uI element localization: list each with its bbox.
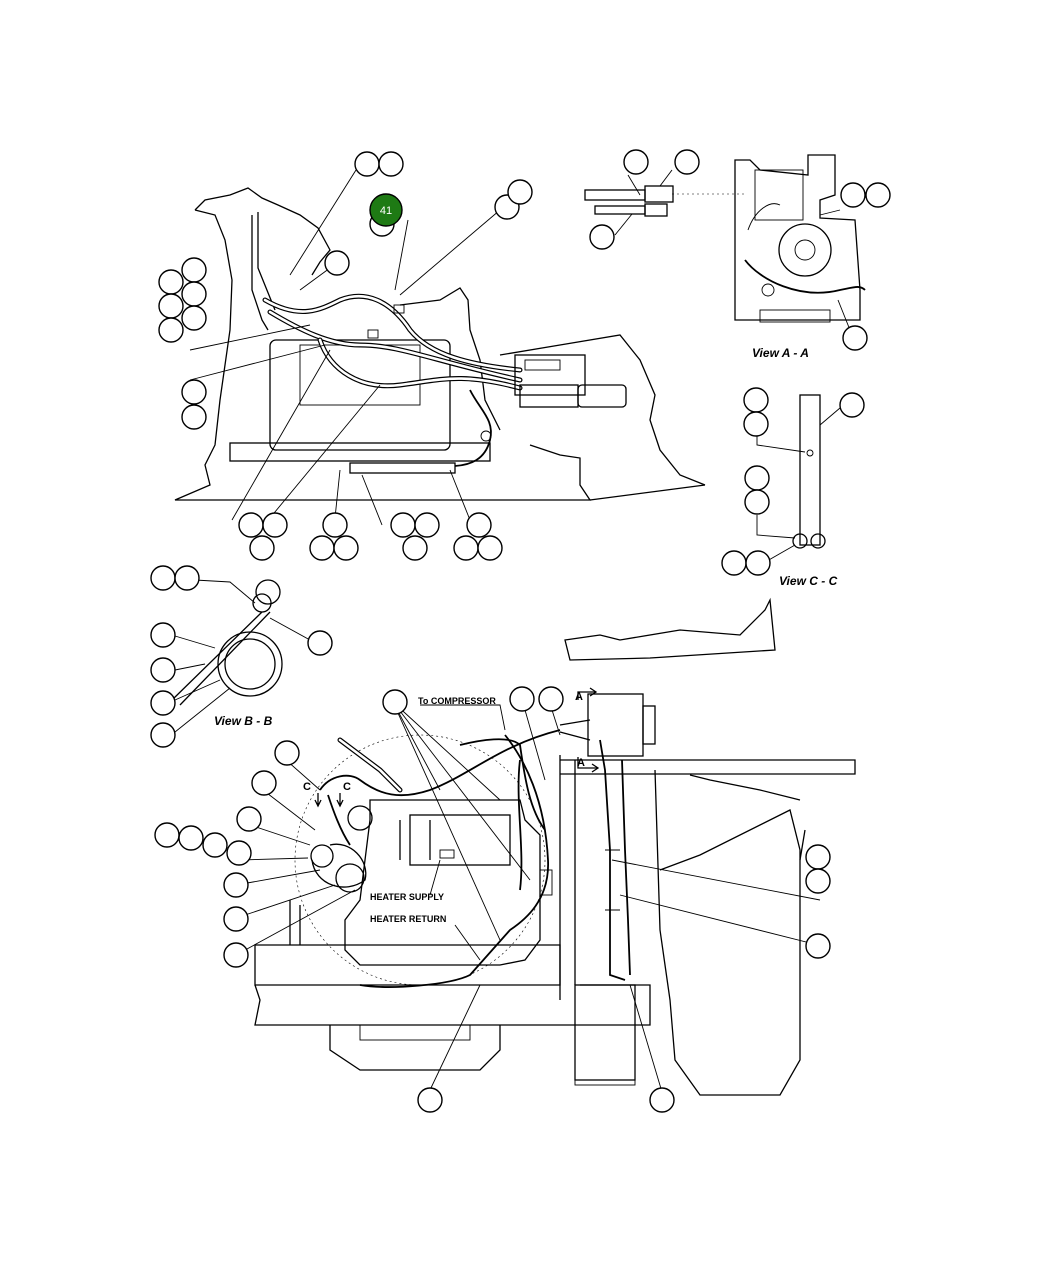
callout-bubble[interactable] [150,690,176,716]
callout-bubble[interactable] [150,622,176,648]
callout-bubble[interactable] [509,686,535,712]
callout-bubble[interactable] [181,257,207,283]
highlighted-callout-circle[interactable] [369,193,403,227]
callout-bubble[interactable] [805,933,831,959]
callout-bubble[interactable] [378,151,404,177]
callout-bubble[interactable] [743,387,769,413]
callout-bubble[interactable] [181,305,207,331]
callout-bubble[interactable] [805,868,831,894]
callout-bubble[interactable] [249,535,275,561]
callout-bubble[interactable] [223,872,249,898]
callout-bubble[interactable] [333,535,359,561]
callout-bubble[interactable] [417,1087,443,1113]
section-a-bottom-marker: A [577,757,585,769]
callout-bubble[interactable] [744,465,770,491]
callout-bubble[interactable] [307,630,333,656]
heater-supply-label: HEATER SUPPLY [370,892,444,902]
callout-bubble[interactable] [309,535,335,561]
view-b-label: View B - B [214,714,273,728]
callout-bubble[interactable] [743,411,769,437]
callout-bubble[interactable] [154,822,180,848]
callout-bubble[interactable] [865,182,891,208]
callout-bubble[interactable] [674,149,700,175]
main-top-view [174,169,706,526]
callout-bubble[interactable] [477,535,503,561]
callout-bubble[interactable] [507,179,533,205]
main-bottom-view [235,597,856,1096]
callout-bubble[interactable] [251,770,277,796]
callout-bubble[interactable] [150,657,176,683]
callout-bubble[interactable] [721,550,747,576]
callout-bubble[interactable] [223,942,249,968]
callout-bubble[interactable] [181,281,207,307]
view-a-label: View A - A [752,346,809,360]
heater-return-label: HEATER RETURN [370,914,446,924]
callout-bubble[interactable] [390,512,416,538]
view-a-a [584,154,866,331]
view-c-label: View C - C [779,574,838,588]
callout-bubble[interactable] [466,512,492,538]
section-c-right-marker: C [343,781,351,793]
callout-bubble[interactable] [649,1087,675,1113]
callout-bubble[interactable] [158,269,184,295]
callout-bubble[interactable] [589,224,615,250]
callout-bubble[interactable] [174,565,200,591]
callout-bubble[interactable] [324,250,350,276]
callout-bubble[interactable] [238,512,264,538]
callout-bubble[interactable] [623,149,649,175]
callout-bubble[interactable] [402,535,428,561]
callout-bubble[interactable] [805,844,831,870]
callout-bubble[interactable] [744,489,770,515]
callout-bubble[interactable] [202,832,228,858]
callout-bubble[interactable] [538,686,564,712]
callout-bubble[interactable] [226,840,252,866]
callout-bubble[interactable] [236,806,262,832]
section-a-top-marker: A [575,691,583,703]
callout-bubble[interactable] [840,182,866,208]
callout-bubble[interactable] [158,293,184,319]
view-b-b [171,579,311,733]
callout-bubble[interactable] [839,392,865,418]
callout-bubble[interactable] [223,906,249,932]
callout-bubble[interactable] [181,379,207,405]
callout-bubble[interactable] [322,512,348,538]
callout-bubble[interactable] [354,151,380,177]
callout-bubble[interactable] [382,689,408,715]
highlighted-callout-number: 41 [380,205,392,217]
callout-bubble[interactable] [274,740,300,766]
callout-bubble[interactable] [453,535,479,561]
section-c-left-marker: C [303,781,311,793]
callout-bubble[interactable] [262,512,288,538]
callout-bubble[interactable] [414,512,440,538]
callout-bubble[interactable] [150,722,176,748]
callout-bubble[interactable] [842,325,868,351]
callout-bubble[interactable] [178,825,204,851]
highlighted-callout-41[interactable]: 41 [369,193,403,227]
callout-bubble[interactable] [745,550,771,576]
callout-bubble[interactable] [158,317,184,343]
callout-bubbles [150,149,891,1113]
to-compressor-label: To COMPRESSOR [418,696,496,706]
callout-bubble[interactable] [181,404,207,430]
callout-bubble[interactable] [150,565,176,591]
